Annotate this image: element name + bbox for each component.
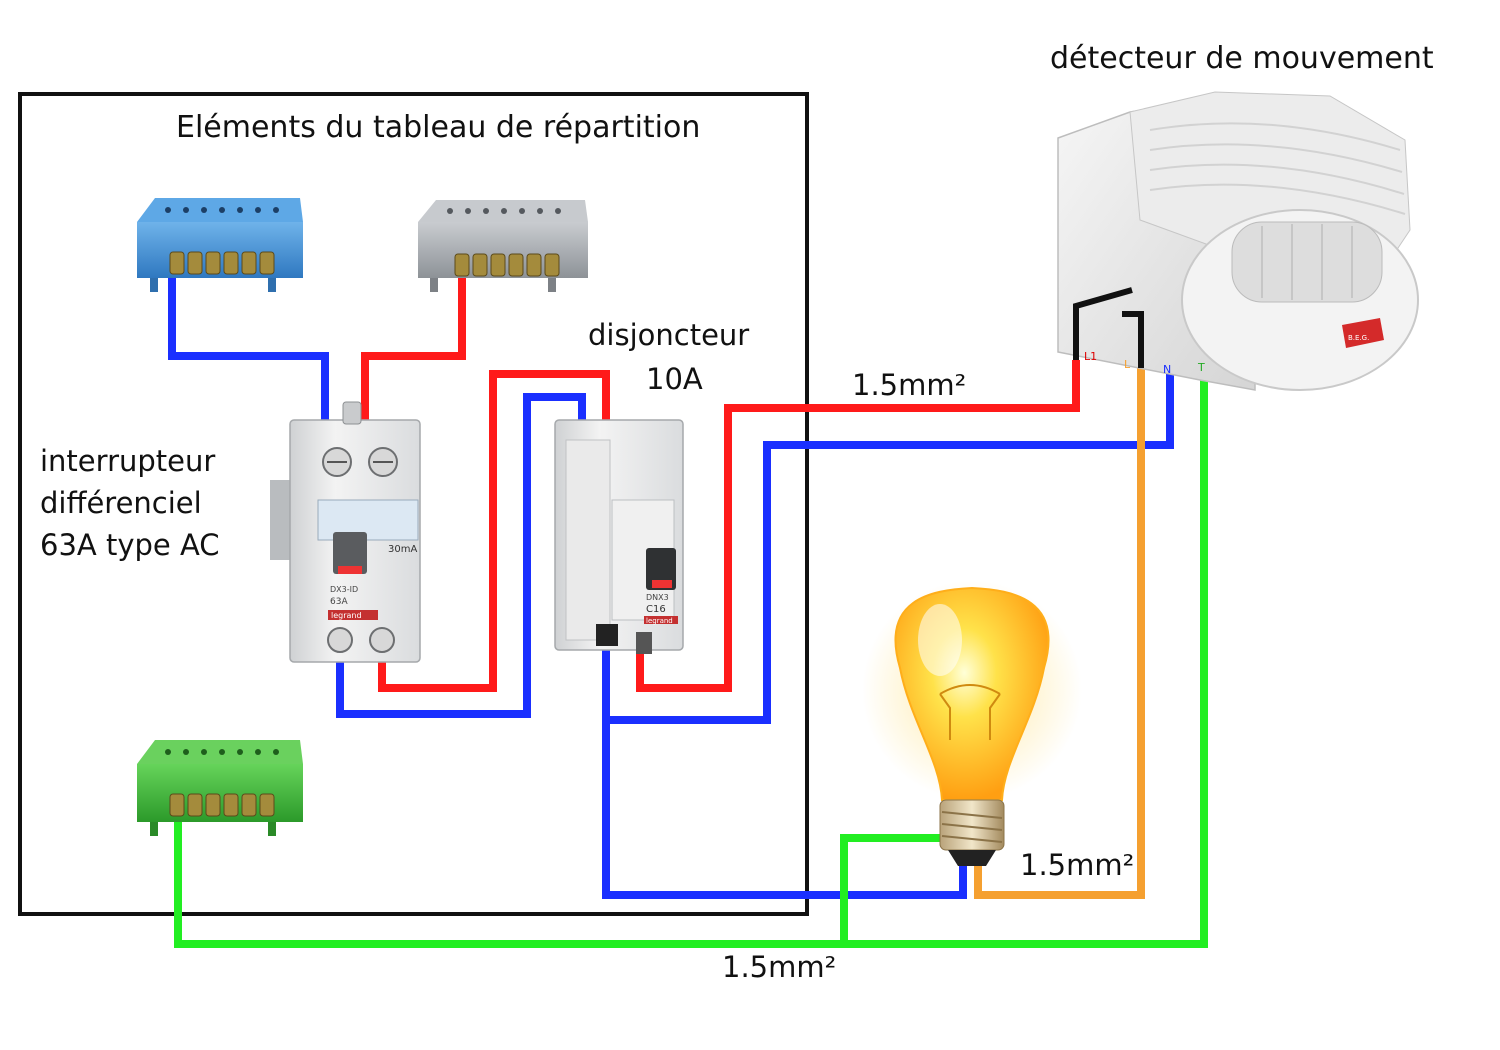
rcd-label-line-1: interrupteur xyxy=(40,444,216,478)
detector-badge: B.E.G. xyxy=(1348,334,1369,342)
detector-terminal-l: L xyxy=(1124,358,1131,371)
earth-wire-bar-to-detector xyxy=(174,370,1208,948)
panel-title: Eléments du tableau de répartition xyxy=(176,110,701,145)
earth-wire-to-lamp xyxy=(840,834,940,944)
switched-live-wire-to-lamp xyxy=(974,368,1145,899)
detector-terminal-n: N xyxy=(1163,363,1171,376)
rcd-face-model: DX3-ID xyxy=(330,585,358,594)
detector-title: détecteur de mouvement xyxy=(1050,41,1434,76)
rcd-face-sensitivity: 30mA xyxy=(388,544,417,555)
distribution-panel-frame xyxy=(18,92,809,916)
grey-terminal-bar xyxy=(418,200,588,292)
section-label-earth: 1.5mm² xyxy=(722,950,837,984)
rcd-face-brand: legrand xyxy=(331,611,362,620)
green-terminal-bar xyxy=(137,740,303,836)
neutral-wire-bar-to-rcd xyxy=(168,276,329,432)
section-label-detector-feed: 1.5mm² xyxy=(852,368,967,402)
detector-terminal-l1: L1 xyxy=(1084,350,1097,363)
circuit-breaker: DNX3 C16 legrand xyxy=(554,419,684,654)
wires xyxy=(168,276,1208,948)
light-bulb xyxy=(862,580,1082,866)
rcd-face-rating: 63A xyxy=(330,597,348,607)
neutral-wire-rcd-to-breaker xyxy=(336,393,586,718)
rcd-label-line-2: différenciel xyxy=(40,486,202,520)
breaker-face-model: DNX3 xyxy=(646,593,669,602)
phase-wire-rcd-to-breaker xyxy=(378,370,610,692)
section-label-lamp-feed: 1.5mm² xyxy=(1020,848,1135,882)
breaker-label-line-1: disjoncteur xyxy=(588,318,750,352)
detector-terminal-t: T xyxy=(1197,361,1205,374)
breaker-face-brand: legrand xyxy=(646,617,673,625)
breaker-face-rating: C16 xyxy=(646,604,666,615)
phase-wire-bar-to-rcd xyxy=(361,276,466,432)
rcd-label-line-3: 63A type AC xyxy=(40,528,220,562)
neutral-wire-to-lamp xyxy=(602,690,967,899)
phase-wire-to-detector xyxy=(636,360,1080,692)
breaker-label-line-2: 10A xyxy=(646,362,703,396)
motion-detector: B.E.G. L1 L N T xyxy=(1057,91,1419,391)
residual-current-device: 30mA DX3-ID 63A legrand xyxy=(270,401,421,663)
blue-terminal-bar xyxy=(137,198,303,292)
